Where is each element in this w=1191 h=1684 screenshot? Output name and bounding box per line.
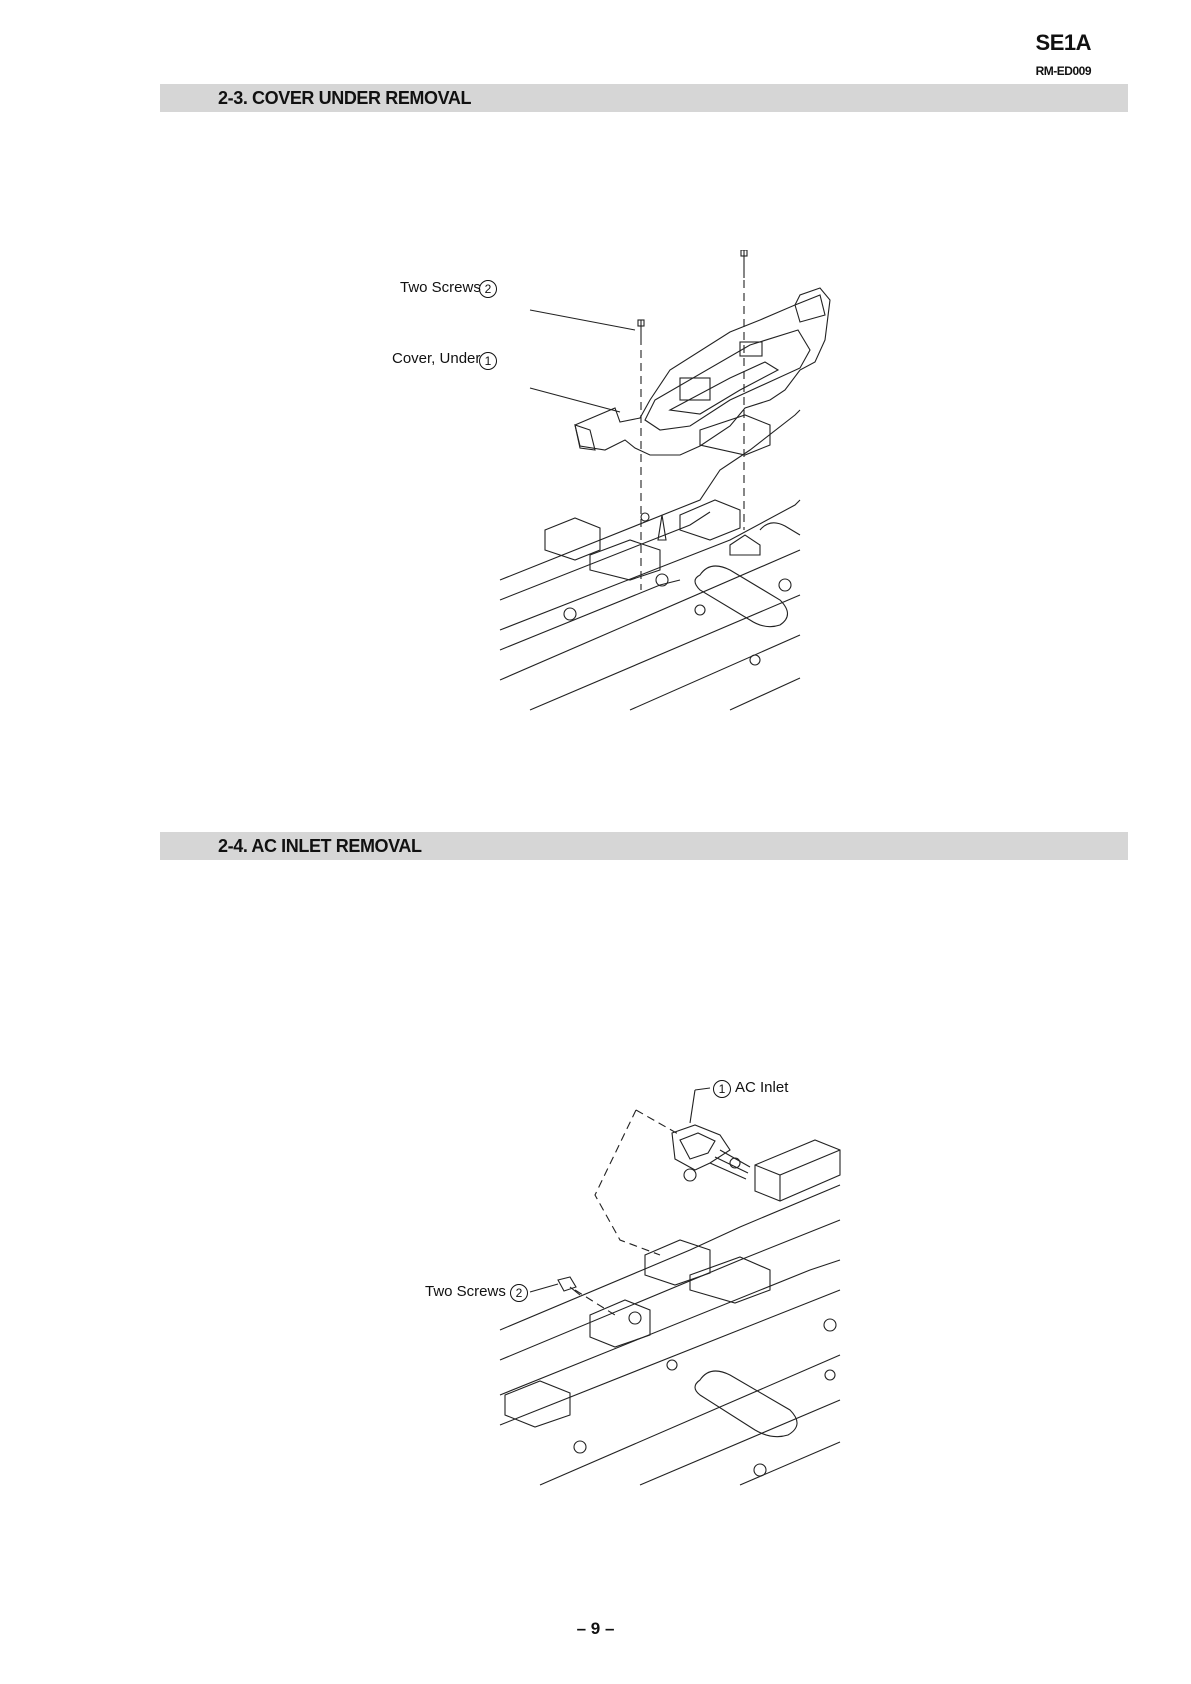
callout-number: 2: [479, 280, 497, 298]
callout-number: 1: [713, 1080, 731, 1098]
section-title: 2-3. COVER UNDER REMOVAL: [218, 88, 471, 109]
model-code: SE1A: [1036, 30, 1091, 56]
section-header-cover-under: 2-3. COVER UNDER REMOVAL: [160, 84, 1128, 112]
manual-code: RM-ED009: [1036, 64, 1091, 78]
label-cover-under: Cover, Under: [392, 350, 480, 367]
cover-under-diagram: Two Screws 2 Cover, Under 1: [400, 250, 880, 720]
label-two-screws: Two Screws: [425, 1283, 506, 1300]
callout-number: 1: [479, 352, 497, 370]
section-title: 2-4. AC INLET REMOVAL: [218, 836, 422, 857]
label-ac-inlet: AC Inlet: [735, 1079, 788, 1096]
ac-inlet-diagram: 1 AC Inlet Two Screws 2: [410, 1075, 880, 1495]
cover-under-drawing: [400, 250, 880, 720]
callout-number: 2: [510, 1284, 528, 1302]
label-two-screws: Two Screws: [400, 279, 481, 296]
page-number: – 9 –: [0, 1619, 1191, 1639]
section-header-ac-inlet: 2-4. AC INLET REMOVAL: [160, 832, 1128, 860]
